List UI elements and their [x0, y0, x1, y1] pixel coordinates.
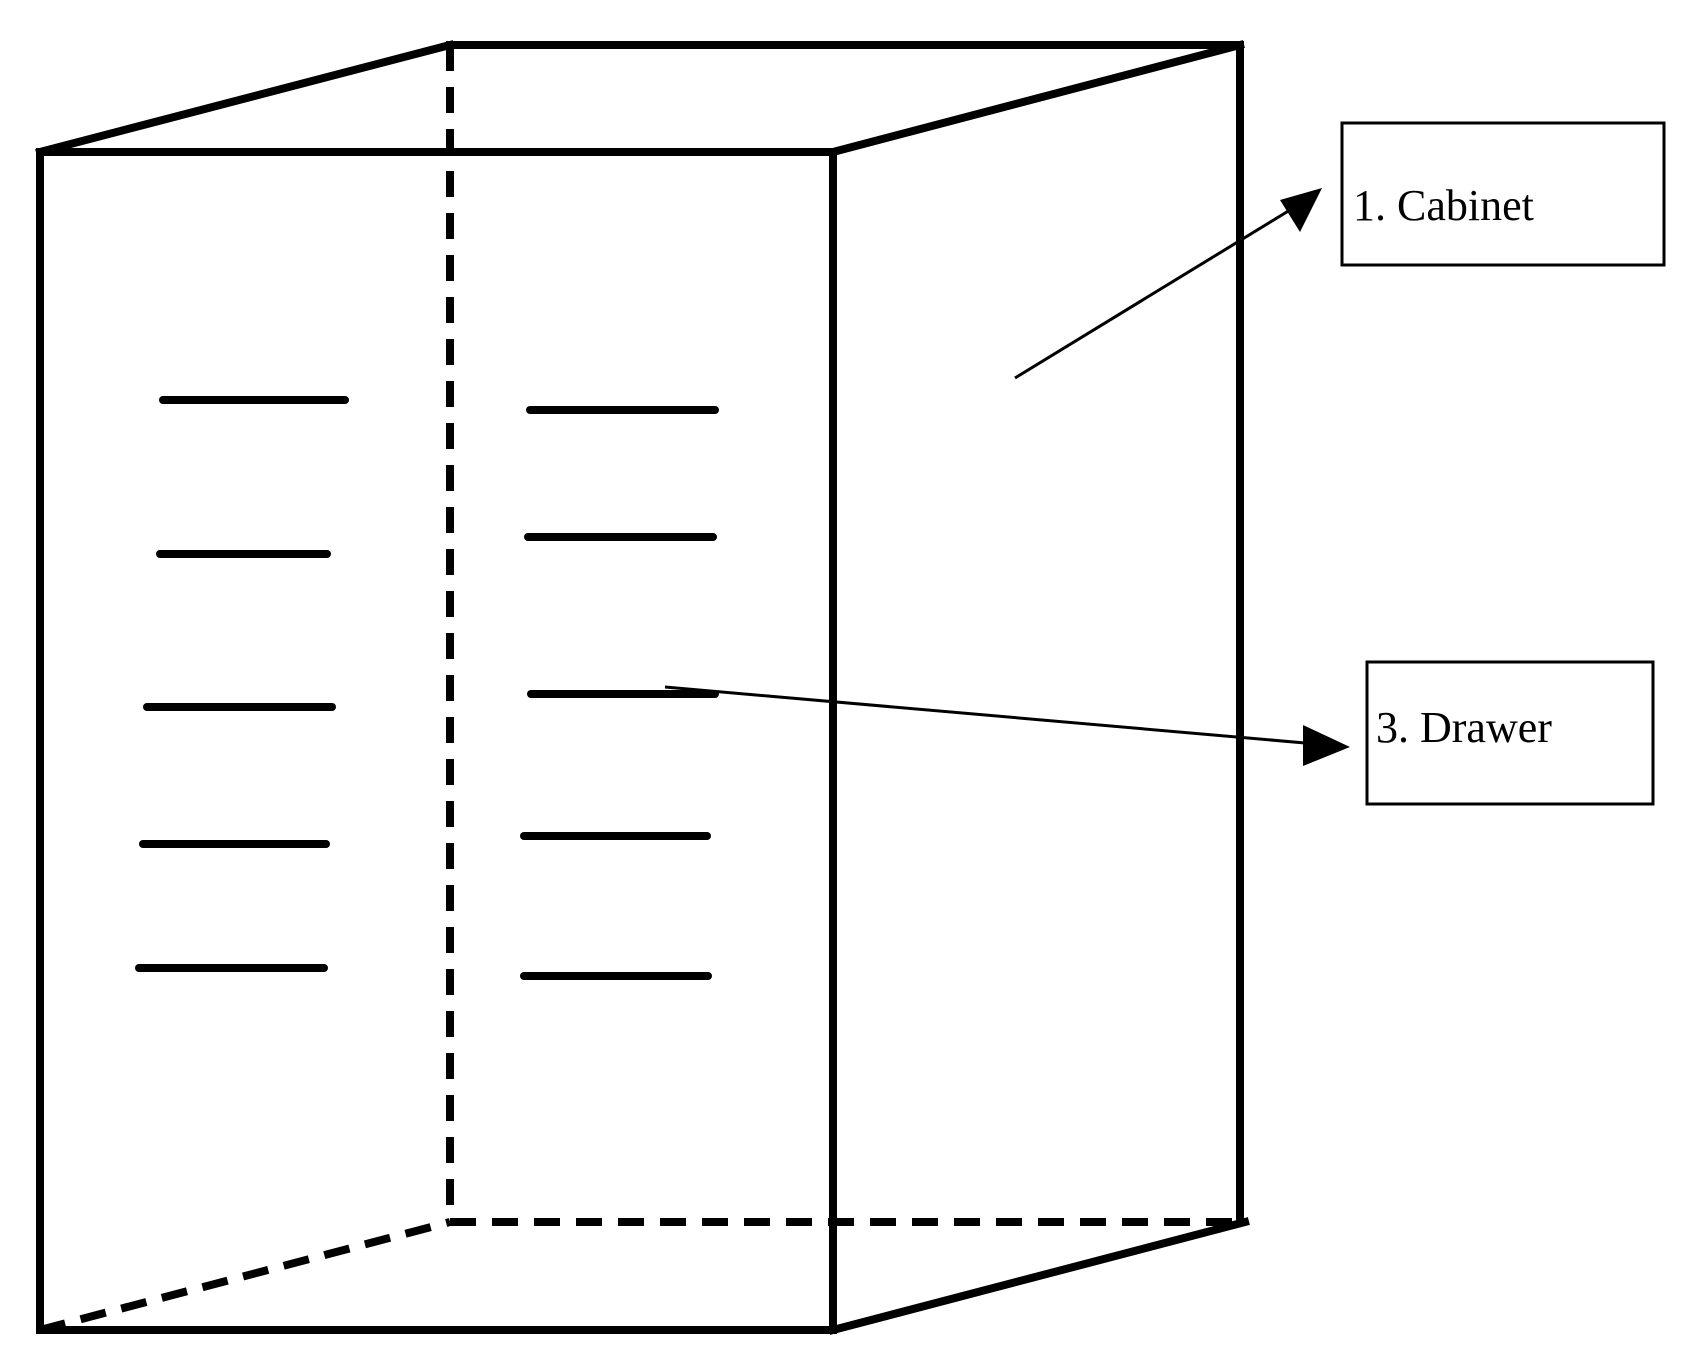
drawer-pointer — [664, 685, 1350, 766]
hidden-edge-left-bottom — [38, 1218, 452, 1334]
drawer-handles-left — [135, 396, 349, 972]
cabinet-arrowhead-icon — [1280, 188, 1322, 232]
cabinet-label: 1. Cabinet — [1340, 121, 1666, 267]
drawer-handles-right — [520, 406, 719, 980]
cabinet-front-face — [36, 148, 837, 1334]
drawer-label-text: 3. Drawer — [1376, 703, 1552, 752]
drawer-label: 3. Drawer — [1365, 660, 1655, 806]
cabinet-pointer-line — [1014, 208, 1291, 380]
hidden-edges — [38, 45, 1245, 1334]
cabinet-label-box — [1340, 121, 1666, 267]
cabinet-bottom-right-edge — [828, 1217, 1250, 1335]
drawer-label-box — [1365, 660, 1655, 806]
drawer-arrowhead-icon — [1303, 725, 1350, 766]
cabinet-outline — [35, 40, 1250, 1335]
cabinet-top-left-edge — [35, 40, 455, 157]
drawer-pointer-line — [664, 685, 1306, 745]
cabinet-top-right-edge — [828, 40, 1245, 157]
cabinet-label-text: 1. Cabinet — [1353, 181, 1534, 230]
cabinet-pointer — [1014, 188, 1322, 380]
